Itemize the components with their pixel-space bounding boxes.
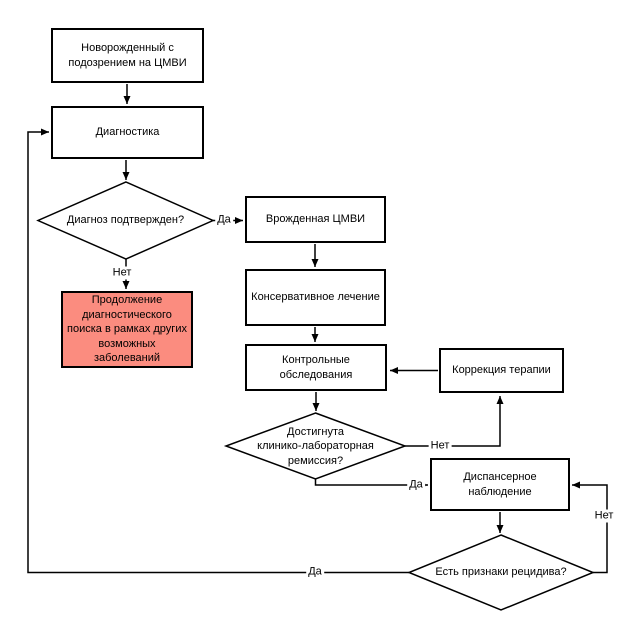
decision-relapse-signs-shape bbox=[407, 534, 595, 611]
node-newborn: Новорожденный с подозрением на ЦМВИ bbox=[51, 28, 204, 83]
node-control-examinations: Контрольные обследования bbox=[245, 344, 387, 391]
node-diagnostics: Диагностика bbox=[51, 106, 204, 159]
connector-relapse-yes-diagnostics bbox=[27, 128, 409, 574]
edge-label-relapse-no: Нет bbox=[592, 509, 616, 523]
connector-relapse-no-dispensary bbox=[572, 481, 608, 574]
edge-label-remission-yes: Да bbox=[407, 478, 425, 492]
node-therapy-correction: Коррекция терапии bbox=[439, 348, 564, 393]
node-dispensary-observation: Диспансерное наблюдение bbox=[430, 458, 570, 511]
node-congenital-cmv: Врожденная ЦМВИ bbox=[245, 196, 386, 243]
decision-remission-achieved-shape bbox=[223, 412, 408, 480]
edge-label-confirmed-yes: Да bbox=[215, 213, 233, 227]
node-conservative-treatment: Консервативное лечение bbox=[245, 269, 386, 326]
edge-label-remission-no: Нет bbox=[428, 439, 452, 453]
edge-label-relapse-yes: Да bbox=[306, 565, 324, 579]
connector-remission-yes-dispensary bbox=[314, 479, 428, 489]
decision-diagnosis-confirmed-shape bbox=[36, 181, 215, 260]
edge-label-confirmed-no: Нет bbox=[110, 266, 134, 280]
node-continue-diagnostic-search: Продолжение диагностического поиска в ра… bbox=[61, 291, 193, 368]
connector-remission-no-correction bbox=[405, 396, 504, 447]
